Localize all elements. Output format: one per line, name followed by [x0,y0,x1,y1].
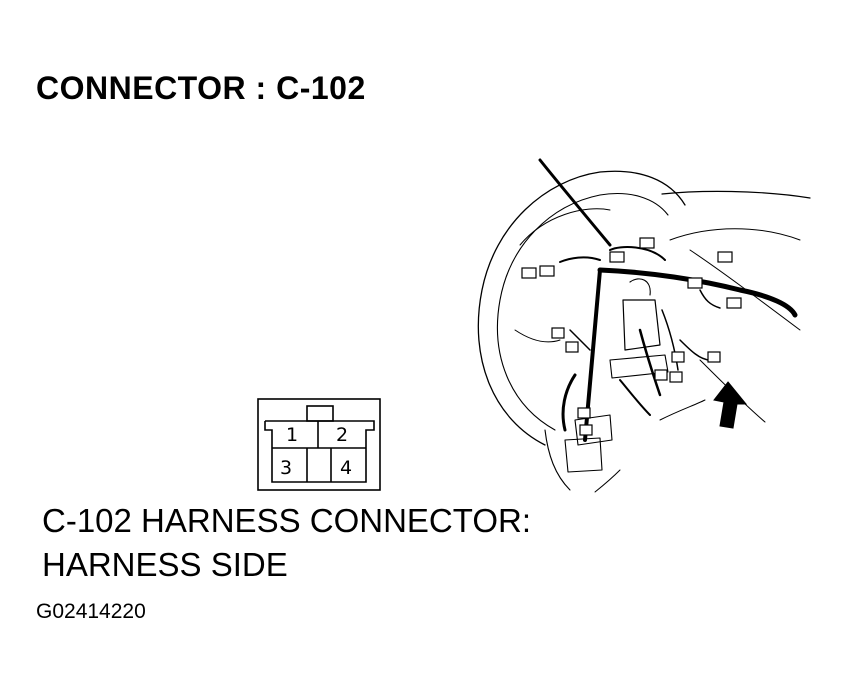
caption-line-1: C-102 HARNESS CONNECTOR: [42,502,531,539]
caption-line-2: HARNESS SIDE [42,546,288,583]
steering-wheel-rim [477,170,686,446]
connector-housing [264,420,375,483]
pin-3-label: 3 [280,457,292,479]
pin-1-label: 1 [286,424,298,446]
pin-2-label: 2 [336,424,348,446]
connector-face: 1 2 3 4 [257,398,381,491]
wire-harness [538,158,798,442]
harness-connectors [521,237,742,436]
dashboard-illustration [477,170,811,493]
page-title: CONNECTOR : C-102 [36,70,366,106]
figure-code: G02414220 [36,600,146,623]
location-arrow-icon [713,381,748,429]
c-102-location-connector [707,351,721,363]
pin-4-label: 4 [340,457,352,479]
connector-outline [257,398,381,491]
connector-latch [306,405,334,422]
